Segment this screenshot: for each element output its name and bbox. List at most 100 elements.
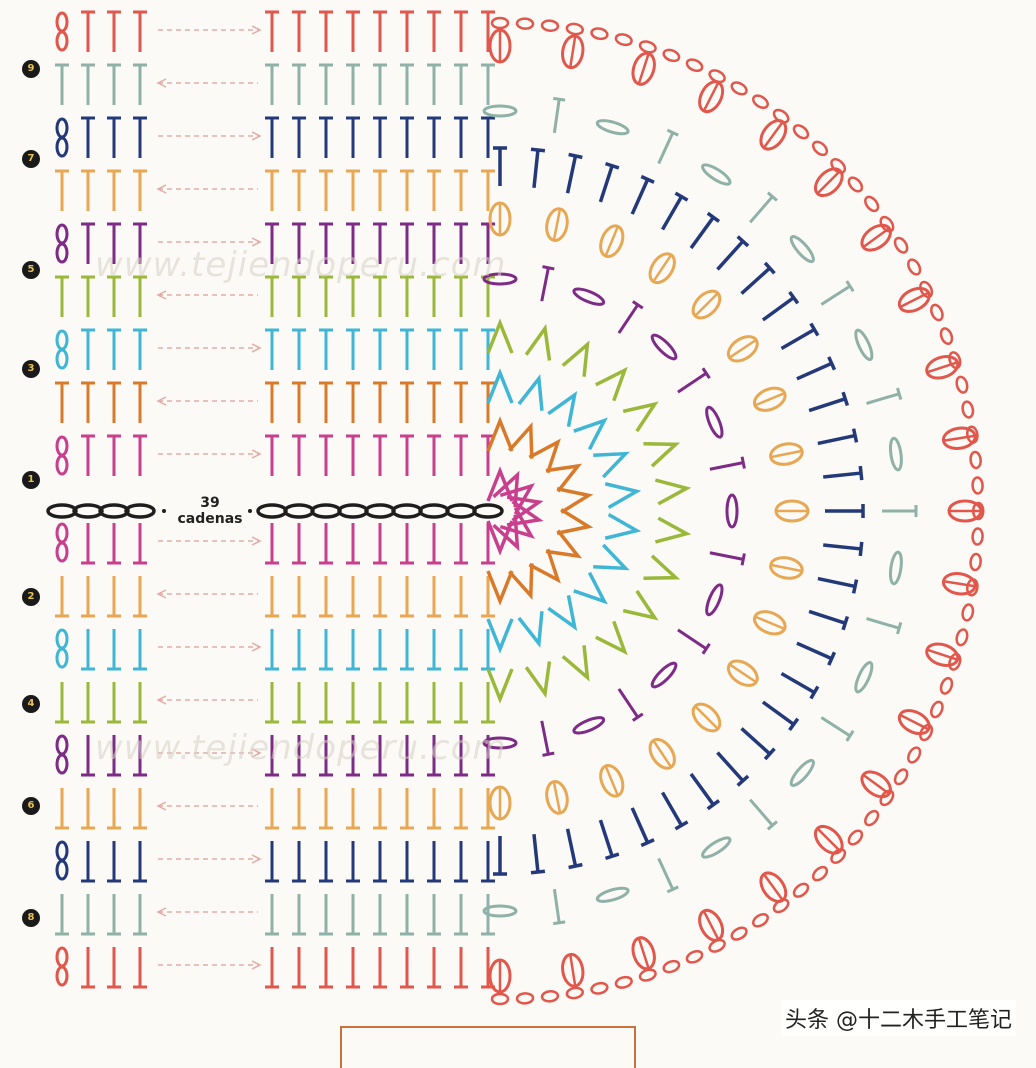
stitch-mark xyxy=(816,827,842,853)
round-7-stitch xyxy=(796,356,837,381)
stitch-mark xyxy=(728,338,757,359)
round-3-stitch xyxy=(547,390,578,427)
stitch-mark xyxy=(854,660,874,694)
round-4-stitch xyxy=(643,442,681,468)
round-5-stitch xyxy=(725,493,739,529)
stitch-mark xyxy=(702,910,720,941)
stitch-mark xyxy=(808,609,846,625)
turn-chain-upper xyxy=(55,329,69,351)
round-5-stitch xyxy=(677,628,711,655)
outer-chain-link xyxy=(490,992,510,1006)
stitch-mark xyxy=(528,548,561,584)
round-8-stitch xyxy=(749,798,778,831)
stitch-mark xyxy=(789,758,815,787)
stitch-mark xyxy=(677,628,708,651)
stitch-mark xyxy=(749,195,774,224)
round-8-stitch xyxy=(701,836,732,859)
foundation-chain-link xyxy=(472,503,504,519)
stitch-mark xyxy=(598,819,614,857)
outer-chain-link xyxy=(847,829,864,846)
turn-chain-lower xyxy=(55,30,69,52)
round-marker: 2 xyxy=(22,588,40,606)
foundation-chain-link xyxy=(310,503,342,519)
round-6-stitch xyxy=(769,556,804,580)
round-3-stitch xyxy=(517,374,544,411)
stitch-mark xyxy=(617,303,640,334)
round-6-stitch xyxy=(726,659,759,687)
round-4-stitch xyxy=(561,340,590,377)
turn-chain-lower xyxy=(55,242,69,264)
outer-chain-link xyxy=(638,968,657,982)
stitch-mark xyxy=(482,736,518,750)
stitch-mark xyxy=(561,952,585,988)
foundation-chain-link xyxy=(256,503,288,519)
stitch-mark xyxy=(643,442,681,468)
stitch-mark xyxy=(674,820,689,831)
foundation-chain-link xyxy=(445,503,477,519)
turn-chain-upper xyxy=(55,522,69,544)
stitch-mark xyxy=(486,570,514,606)
round-8-stitch xyxy=(552,96,566,134)
chain-label: 39 cadenas xyxy=(165,495,255,527)
round-9-stitch xyxy=(813,167,844,198)
round-marker: 1 xyxy=(22,471,40,489)
chain-dot xyxy=(248,509,252,513)
foundation-chain-link xyxy=(124,503,156,519)
turn-chain-lower xyxy=(55,136,69,158)
stitch-mark xyxy=(652,739,673,768)
round-9-stitch xyxy=(698,908,725,942)
round-6-stitch xyxy=(648,737,676,770)
round-9-stitch xyxy=(860,223,892,252)
stitch-mark xyxy=(595,366,628,402)
outer-chain-link xyxy=(907,746,922,764)
round-1-stitch xyxy=(506,500,544,527)
arrow-head-right xyxy=(251,131,262,141)
round-8-stitch xyxy=(820,280,855,306)
round-6-stitch xyxy=(726,335,759,363)
round-8-stitch xyxy=(789,235,815,264)
round-4-stitch xyxy=(622,589,659,621)
outer-chain-link xyxy=(515,17,535,30)
outer-chain-link xyxy=(955,375,969,394)
stitch-mark xyxy=(573,571,608,605)
outer-chain-link xyxy=(565,986,585,1000)
round-5-stitch xyxy=(705,405,724,439)
round-7-stitch xyxy=(716,235,750,271)
arrow-head-right xyxy=(251,854,262,864)
arrow-head-right xyxy=(251,237,262,247)
round-1-stitch xyxy=(506,495,544,522)
round-8-stitch xyxy=(749,191,778,224)
arrow-head-left xyxy=(156,290,167,300)
round-9-stitch xyxy=(941,426,977,450)
stitch-mark xyxy=(763,747,776,761)
stitch-mark xyxy=(796,361,833,381)
foundation-chain-link xyxy=(283,503,315,519)
stitch-mark xyxy=(506,495,544,522)
stitch-mark xyxy=(728,663,757,684)
round-2-stitch xyxy=(486,416,514,452)
round-8-stitch xyxy=(854,328,874,362)
round-1-stitch xyxy=(499,483,535,516)
stitch-mark xyxy=(763,261,776,275)
stitch-mark xyxy=(754,391,786,407)
stitch-mark xyxy=(862,773,890,795)
round-5-stitch xyxy=(705,583,724,617)
arrow-head-right xyxy=(251,536,262,546)
outer-chain-link xyxy=(893,236,909,254)
outer-chain-link xyxy=(955,628,969,647)
outer-chain-link xyxy=(792,882,810,898)
stitch-mark xyxy=(740,266,771,295)
round-9-stitch xyxy=(631,936,656,971)
stitch-mark xyxy=(595,119,630,136)
stitch-mark xyxy=(816,169,842,195)
stitch-mark xyxy=(486,466,514,502)
round-3-stitch xyxy=(604,482,642,510)
stitch-mark xyxy=(486,368,514,404)
foundation-chain-link xyxy=(418,503,450,519)
stitch-mark xyxy=(716,240,745,271)
stitch-mark xyxy=(701,836,732,859)
stitch-mark xyxy=(796,641,833,661)
round-3-stitch xyxy=(604,512,642,540)
turn-chain-lower xyxy=(55,859,69,881)
